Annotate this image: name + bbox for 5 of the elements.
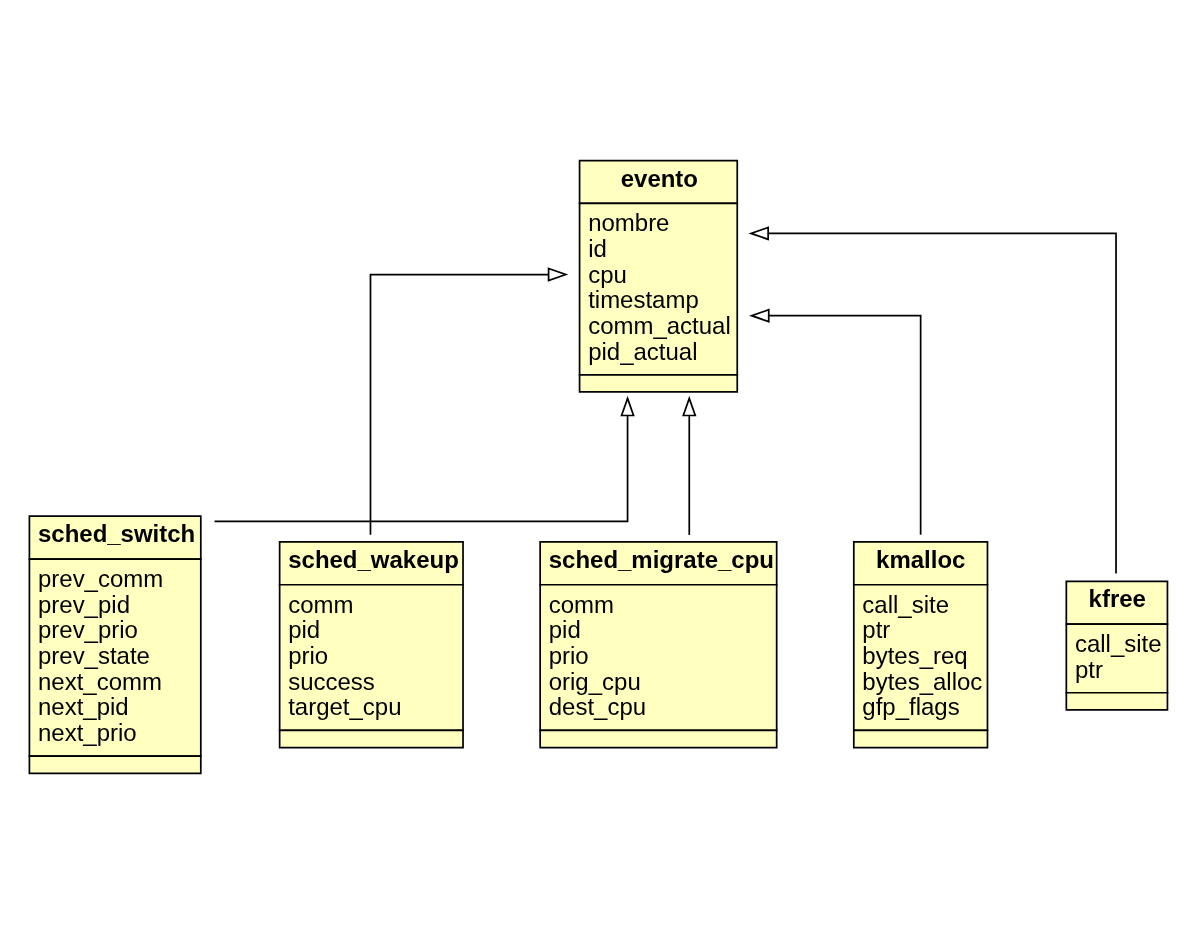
arrow [369,267,569,536]
arrow [749,308,922,536]
arrow [748,226,1117,575]
arrow [682,395,697,536]
arrow [213,395,635,523]
